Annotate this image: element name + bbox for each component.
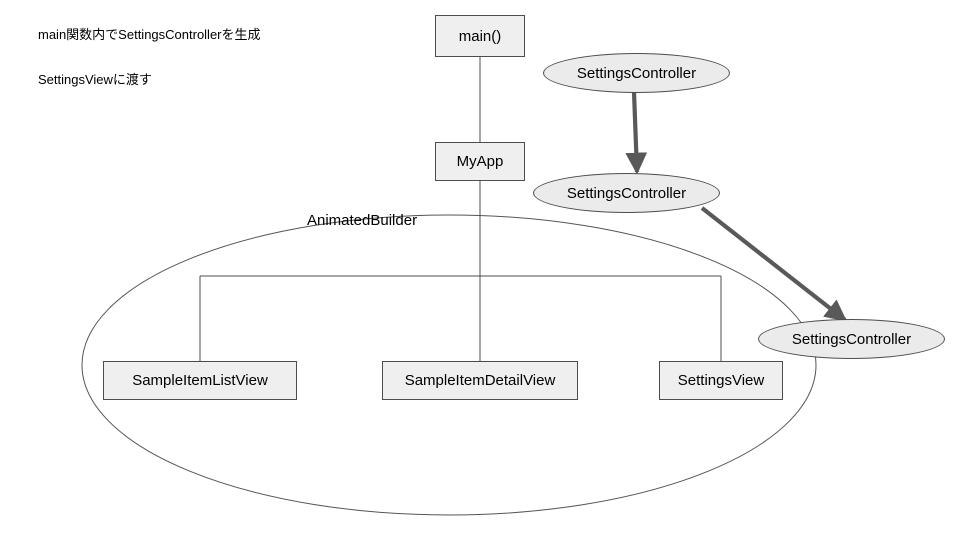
node-settings-controller-received[interactable]: SettingsController <box>758 319 945 359</box>
connector-controller2-to-controller3 <box>700 206 847 322</box>
note-line-1: main関数内でSettingsControllerを生成 <box>38 27 261 42</box>
node-sample-item-detail-view[interactable]: SampleItemDetailView <box>382 361 578 400</box>
note-line-2: SettingsViewに渡す <box>38 72 152 87</box>
node-settings-view[interactable]: SettingsView <box>659 361 783 400</box>
node-main[interactable]: main() <box>435 15 525 57</box>
node-myapp[interactable]: MyApp <box>435 142 525 181</box>
node-sample-item-list-view[interactable]: SampleItemListView <box>103 361 297 400</box>
animated-builder-label: AnimatedBuilder <box>307 212 418 229</box>
node-settings-controller-source[interactable]: SettingsController <box>543 53 730 93</box>
node-settings-controller-passed[interactable]: SettingsController <box>533 173 720 213</box>
animated-builder-group-boundary <box>81 214 817 516</box>
connector-controller1-to-controller2 <box>625 91 648 175</box>
